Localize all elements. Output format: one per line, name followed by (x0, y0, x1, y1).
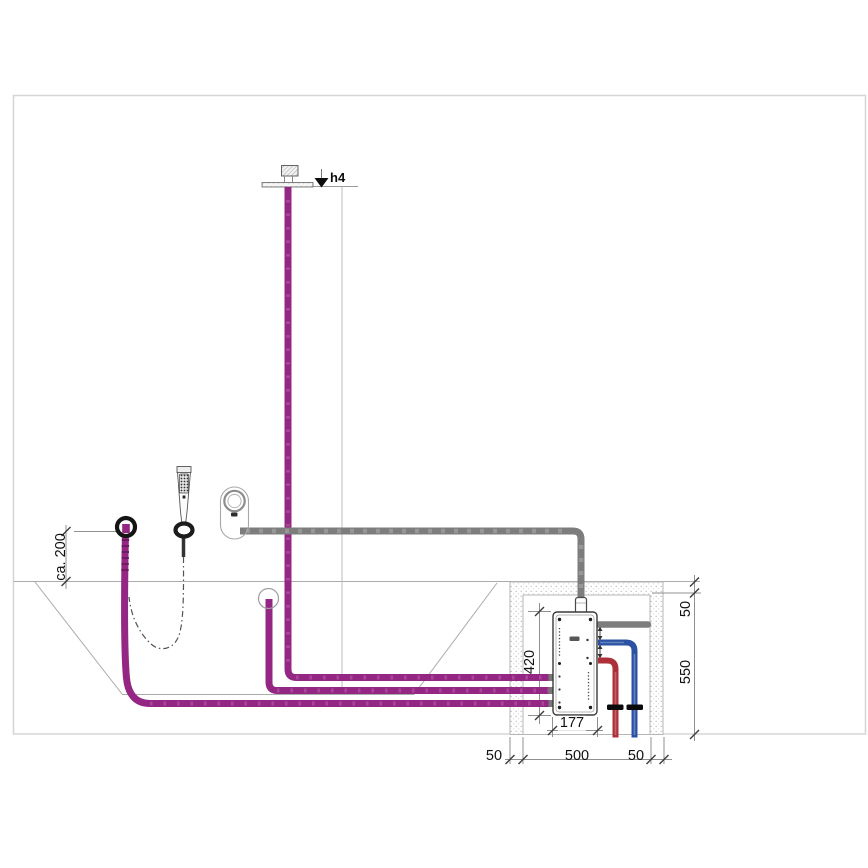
cold-water-pipe (598, 639, 638, 738)
hot-water-pipe (598, 657, 619, 738)
overhead-shower-pipe (284, 187, 549, 681)
unit-connections (593, 621, 652, 738)
hose-height-label: ca. 200 (52, 533, 69, 581)
bathtub-left-edge (34, 581, 123, 695)
hand-shower-supply-pipe (121, 530, 549, 707)
niche-height-label: 550 (677, 659, 694, 685)
overhead-shower (261, 165, 314, 188)
porter-hose-pipe (240, 527, 585, 600)
shutoff-valve-cold (626, 704, 643, 710)
hand-shower (173, 466, 195, 539)
screw-dots (557, 617, 593, 710)
spout-outlet-circle (257, 587, 280, 610)
niche-top-offset-label: 50 (677, 600, 694, 618)
h4-label: h4 (330, 170, 346, 185)
unit-height-label: 420 (521, 649, 538, 675)
niche-left-offset-label: 50 (485, 747, 503, 764)
shutoff-valve-hot (607, 704, 624, 710)
logo-mark (569, 636, 580, 641)
supply-pipes-purple (121, 187, 549, 707)
spout-outlet-pipe (265, 599, 549, 694)
porter-outlet-unit (219, 486, 250, 540)
wall-hose-outlet (114, 515, 138, 539)
niche-right-offset-label: 50 (627, 747, 645, 764)
concealed-basic-unit (548, 596, 598, 722)
hand-shower-hose (128, 536, 186, 650)
top-connector (574, 596, 588, 615)
unit-width-label: 177 (557, 714, 587, 731)
port-spacing-arrows (597, 626, 603, 659)
niche-width-label: 500 (564, 747, 590, 764)
dimension-ticks (61, 526, 700, 765)
h4-level-marker (314, 169, 329, 188)
drawing-frame (12, 94, 867, 735)
shutoff-valves (607, 704, 643, 710)
hand-shower-holder-ring (173, 521, 195, 539)
